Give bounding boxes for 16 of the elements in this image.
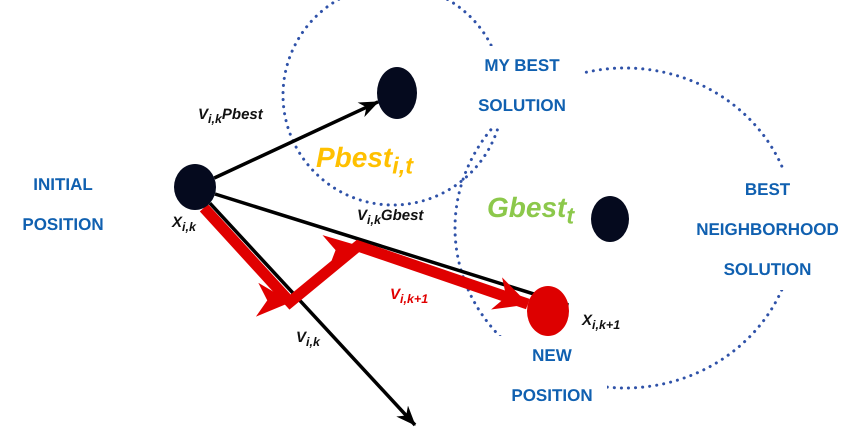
particle-dot xyxy=(527,286,569,336)
arrow xyxy=(200,204,530,316)
arrow xyxy=(214,192,570,307)
edge-label: V$_{i,k}$Gbest xyxy=(357,207,424,227)
edge-label: V$_{i,k+1}$ xyxy=(390,286,428,306)
particle-dot xyxy=(174,164,216,210)
arrow xyxy=(208,202,416,426)
position-label: X$_{i,k+1}$ xyxy=(582,312,620,332)
particle-dot xyxy=(591,196,629,242)
best-label: Gbest$_{t}$ xyxy=(487,192,574,230)
particle-dot xyxy=(377,67,417,119)
edge-label: V$_{i,k}$ xyxy=(296,329,320,349)
best-label: Pbest$_{i,t}$ xyxy=(316,142,413,180)
arrow xyxy=(214,100,380,180)
position-label: X$_{i,k}$ xyxy=(172,214,196,234)
edge-label: V$_{i,k}$Pbest xyxy=(198,106,263,126)
